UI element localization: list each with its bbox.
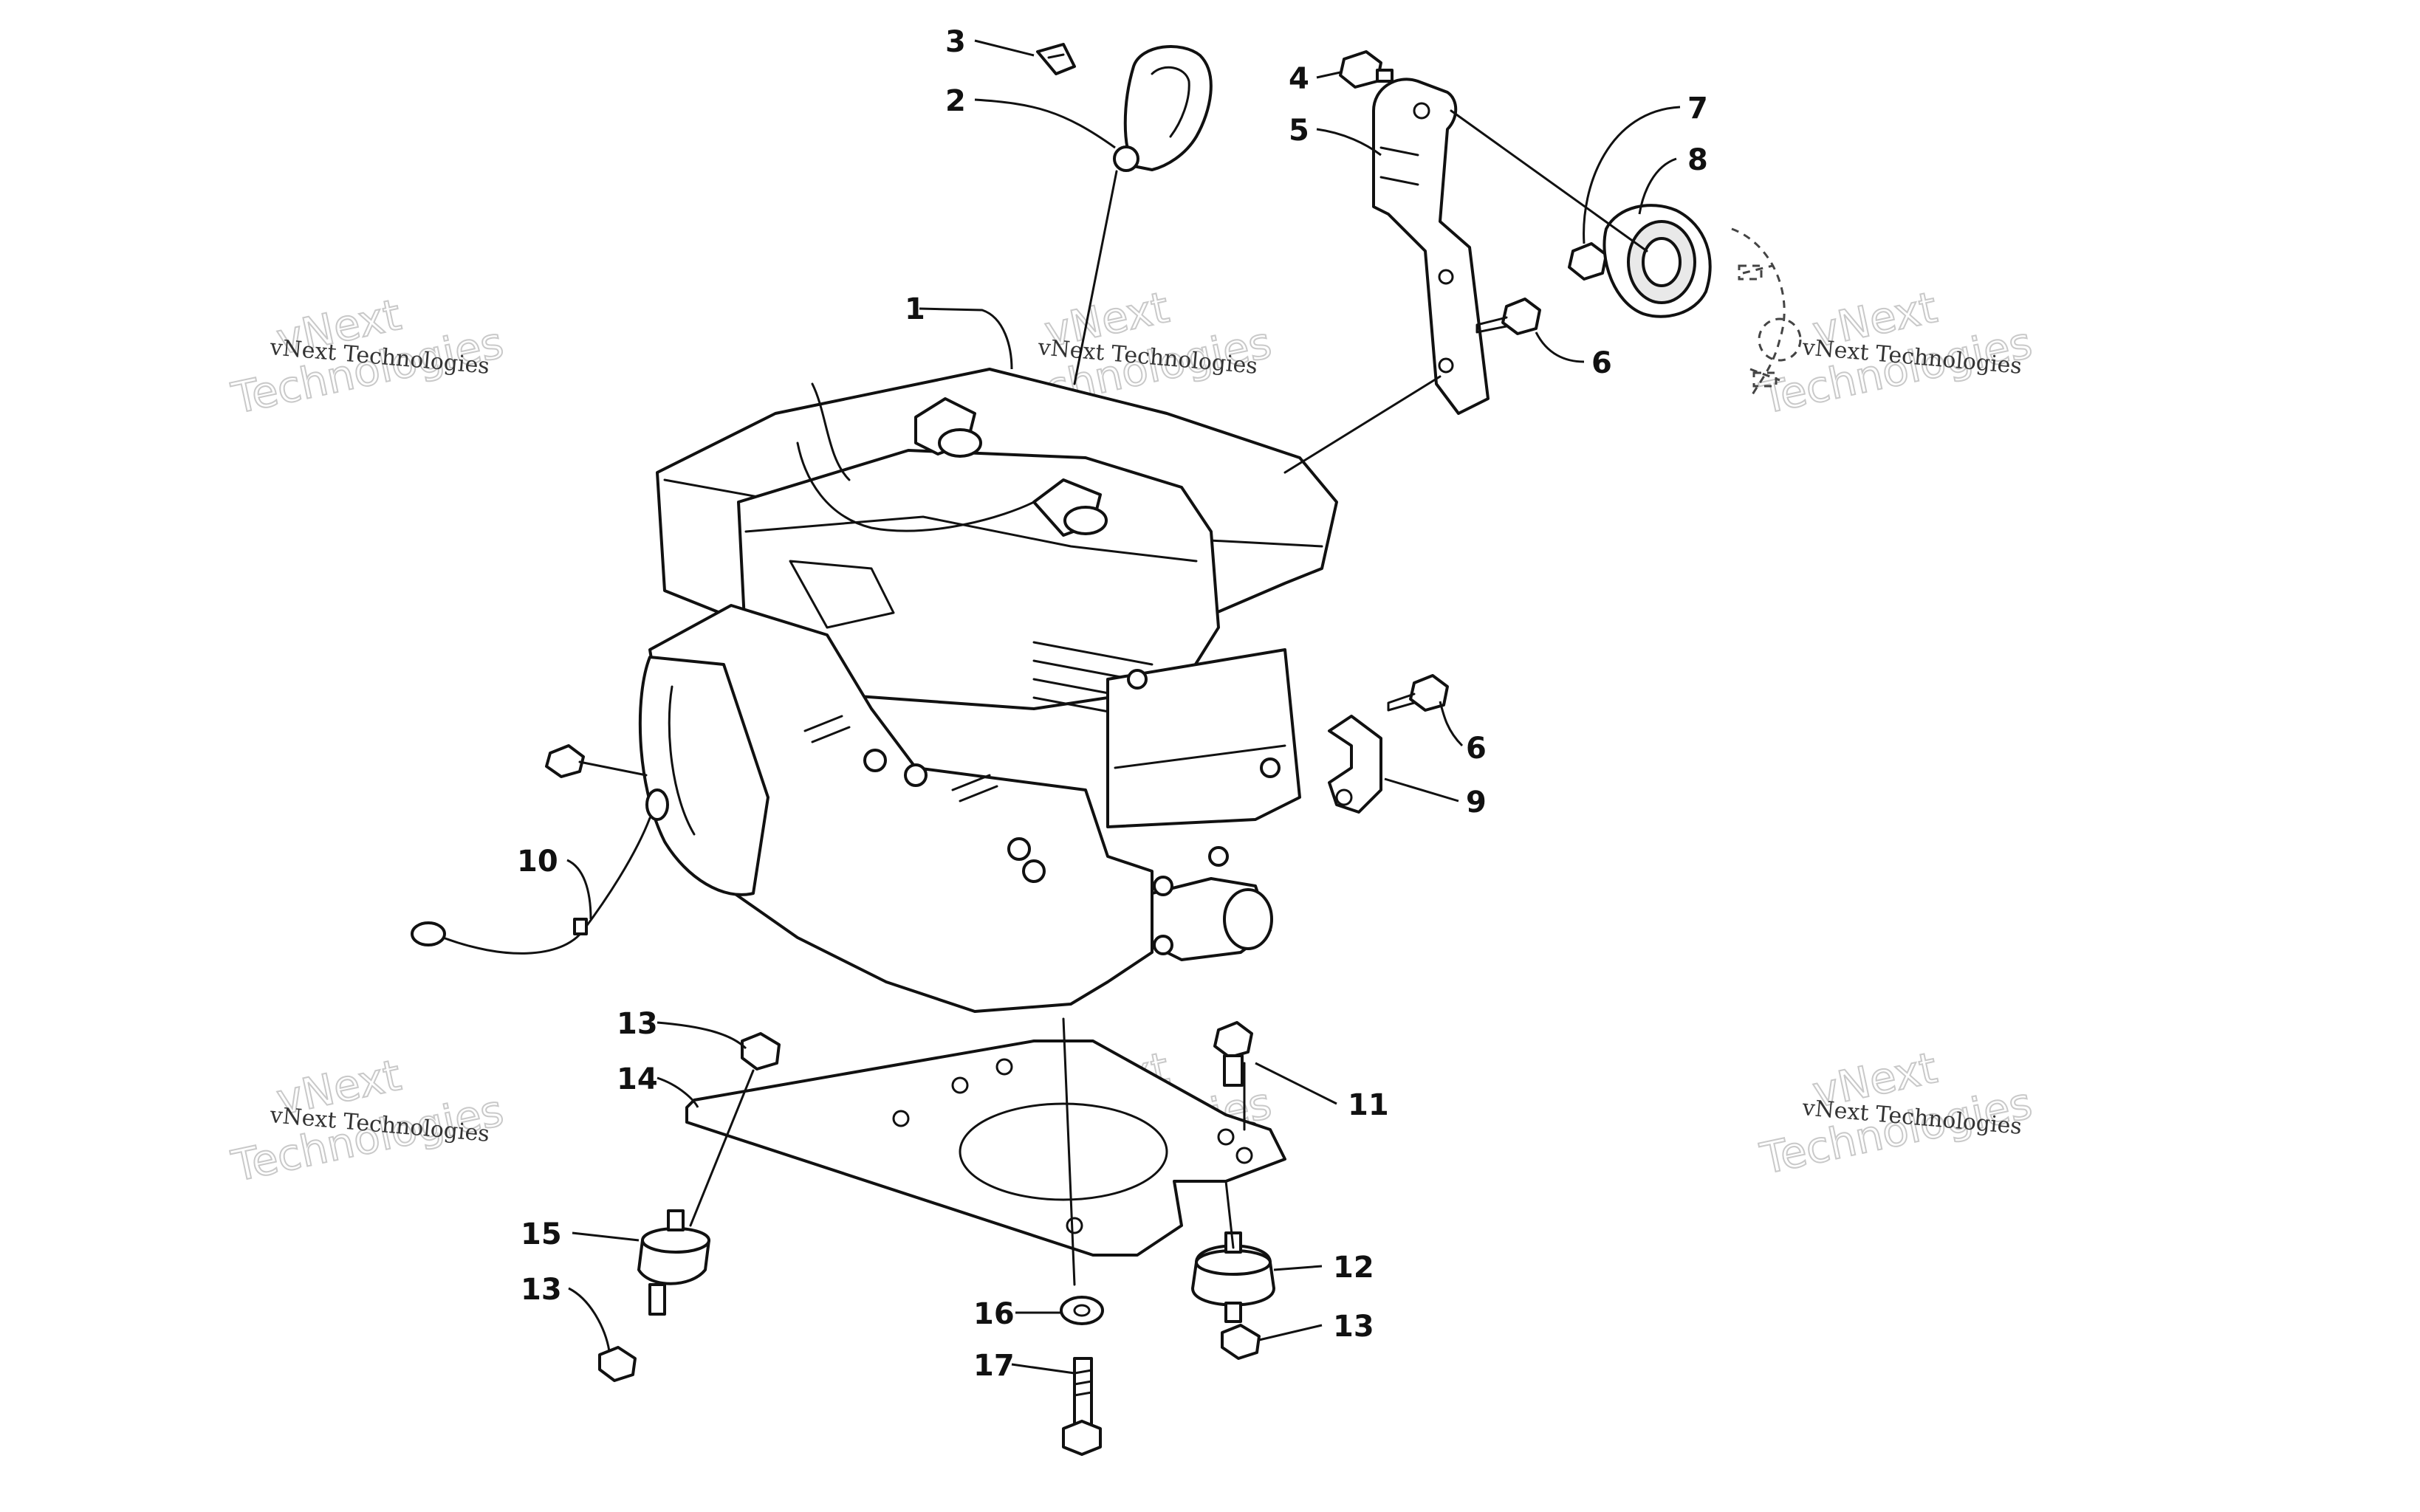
callout-3: 3	[945, 25, 966, 59]
callout-13-left: 13	[521, 1273, 562, 1307]
callout-13-top: 13	[617, 1007, 658, 1041]
part-bolt-6-lower	[1387, 674, 1449, 712]
part-starter-handle	[1073, 45, 1213, 385]
watermark-top-left: vNext Technologies vNext Technologies	[227, 289, 509, 425]
watermark-bottom-right: vNext Technologies vNext Technologies	[1755, 1042, 2037, 1185]
callout-1: 1	[905, 292, 925, 326]
part-base-plate	[685, 1040, 1286, 1257]
callout-9: 9	[1466, 786, 1487, 819]
part-engine	[638, 368, 1338, 1013]
part-bolt-17	[1062, 1357, 1102, 1456]
part-washer-16	[1060, 1296, 1104, 1325]
callout-17: 17	[973, 1349, 1015, 1383]
callout-8: 8	[1687, 143, 1708, 177]
callout-15: 15	[521, 1217, 562, 1251]
watermark-bottom-left: vNext Technologies vNext Technologies	[227, 1049, 509, 1192]
callout-11: 11	[1348, 1088, 1389, 1122]
leader-lines	[566, 39, 1681, 1375]
part-isolator-15	[637, 1209, 710, 1316]
watermark-top-right: vNext Technologies vNext Technologies	[1755, 281, 2037, 425]
callout-14: 14	[617, 1062, 658, 1096]
callout-10: 10	[517, 845, 558, 879]
callout-16: 16	[973, 1297, 1015, 1331]
part-bolt-6-upper	[1475, 298, 1541, 335]
part-nut-13-right	[1221, 1324, 1261, 1360]
callout-5: 5	[1289, 114, 1309, 148]
callout-6-upper: 6	[1591, 346, 1612, 380]
callout-6-lower: 6	[1466, 732, 1487, 766]
part-ground-cable	[411, 744, 669, 955]
part-nut-7	[1568, 242, 1608, 281]
part-mounting-bracket	[1372, 78, 1490, 415]
part-nut-13-top	[741, 1032, 781, 1071]
part-nut-13-left	[598, 1346, 637, 1382]
part-bolt-top	[1339, 50, 1394, 89]
part-bolt-11	[1213, 1021, 1253, 1087]
part-clip	[1036, 43, 1076, 75]
part-clamp	[1328, 715, 1382, 814]
callout-2: 2	[945, 84, 966, 118]
callout-labels: 1 2 3 4 5 6 6 7 8 9 10 11 12 13 13 13 14…	[517, 25, 1708, 1383]
callout-13-right: 13	[1333, 1310, 1374, 1344]
part-rubber-mount-8	[1603, 204, 1712, 318]
ghost-hardware	[1731, 227, 1802, 399]
callout-12: 12	[1333, 1251, 1374, 1285]
callout-7: 7	[1687, 92, 1708, 126]
callout-4: 4	[1289, 62, 1309, 96]
